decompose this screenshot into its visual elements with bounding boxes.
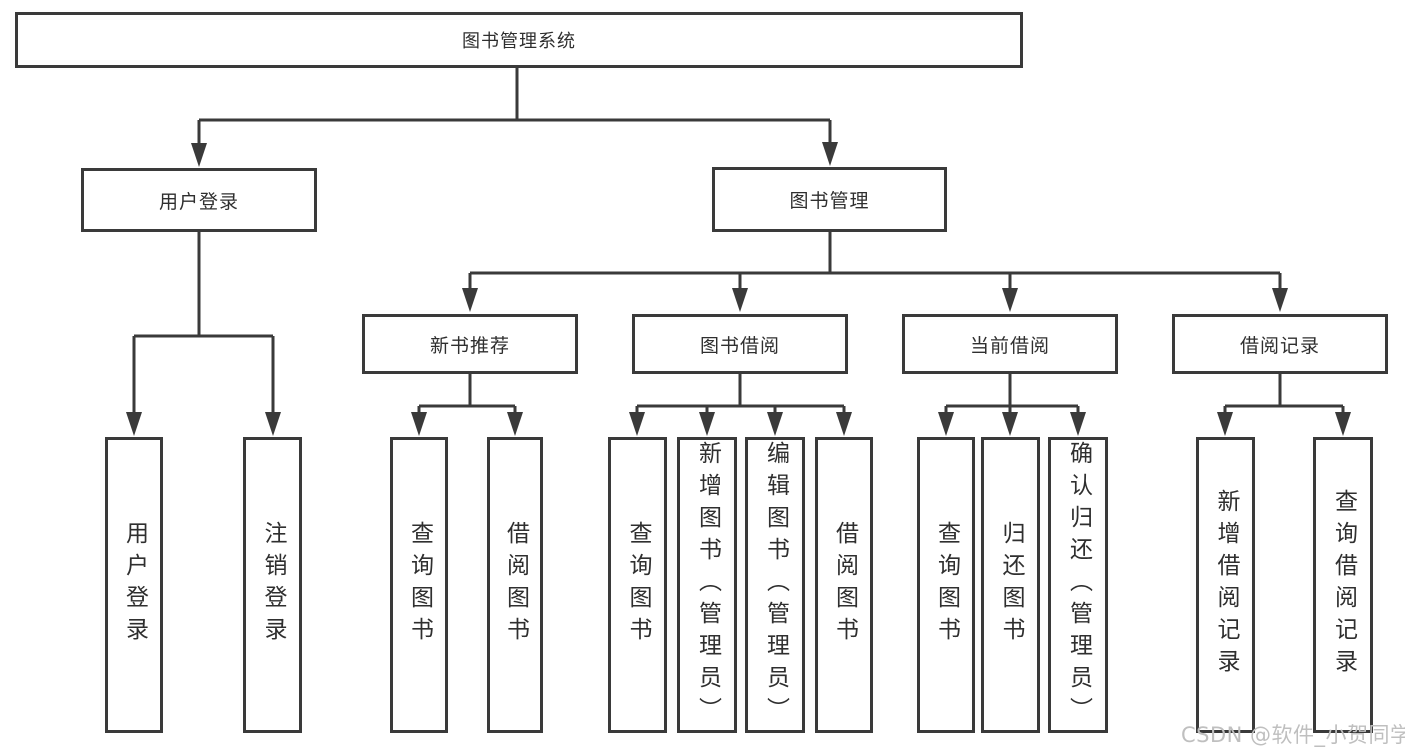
connector-current-borrow-children	[944, 374, 1080, 414]
node-section-current-borrow: 当前借阅	[902, 314, 1118, 374]
arrowhead-icon	[462, 288, 478, 312]
node-leaf-query-book-1: 查询图书	[390, 437, 448, 733]
node-leaf-query-borrow-record: 查询借阅记录	[1313, 437, 1373, 733]
node-user-login-module: 用户登录	[81, 168, 317, 232]
arrowhead-icon	[1002, 412, 1018, 436]
arrowhead-icon	[732, 288, 748, 312]
node-leaf-borrow-book-2: 借阅图书	[815, 437, 873, 733]
node-section-borrow-records: 借阅记录	[1172, 314, 1388, 374]
arrowhead-icon	[126, 412, 142, 436]
arrowhead-icon	[699, 412, 715, 436]
node-section-book-borrow: 图书借阅	[632, 314, 848, 374]
node-leaf-add-book-admin: 新增图书（管理员）	[677, 437, 737, 733]
node-leaf-logout: 注销登录	[243, 437, 302, 733]
node-leaf-return-book: 归还图书	[981, 437, 1040, 733]
arrowhead-icon	[1070, 412, 1086, 436]
arrowhead-icon	[629, 412, 645, 436]
node-leaf-edit-book-admin: 编辑图书（管理员）	[745, 437, 805, 733]
connector-user-login-children	[132, 232, 275, 414]
node-root-system: 图书管理系统	[15, 12, 1023, 68]
arrowhead-icon	[938, 412, 954, 436]
arrowhead-icon	[1335, 412, 1351, 436]
connector-borrow-records-children	[1223, 374, 1345, 414]
arrowhead-icon	[265, 412, 281, 436]
arrowhead-icon	[191, 143, 207, 167]
arrowhead-icon	[836, 412, 852, 436]
csdn-watermark: CSDN @软件_小贺同学	[1181, 723, 1405, 747]
node-leaf-borrow-book-1: 借阅图书	[487, 437, 543, 733]
node-book-management-module: 图书管理	[712, 167, 947, 232]
node-leaf-query-book-3: 查询图书	[917, 437, 975, 733]
arrowhead-icon	[822, 142, 838, 166]
connector-book-borrow-children	[635, 374, 846, 414]
arrowhead-icon	[411, 412, 427, 436]
node-leaf-query-book-2: 查询图书	[608, 437, 667, 733]
connector-root-to-level2	[197, 68, 832, 146]
node-section-new-book-recommend: 新书推荐	[362, 314, 578, 374]
arrowhead-icon	[1217, 412, 1233, 436]
node-leaf-confirm-return-admin: 确认归还（管理员）	[1048, 437, 1108, 733]
arrowhead-icon	[767, 412, 783, 436]
arrowhead-icon	[1272, 288, 1288, 312]
arrowhead-icon	[1002, 288, 1018, 312]
arrowhead-icon	[507, 412, 523, 436]
connector-book-management-sections	[468, 232, 1282, 290]
node-leaf-add-borrow-record: 新增借阅记录	[1196, 437, 1255, 733]
node-leaf-user-login: 用户登录	[105, 437, 163, 733]
connector-new-book-children	[417, 374, 517, 414]
